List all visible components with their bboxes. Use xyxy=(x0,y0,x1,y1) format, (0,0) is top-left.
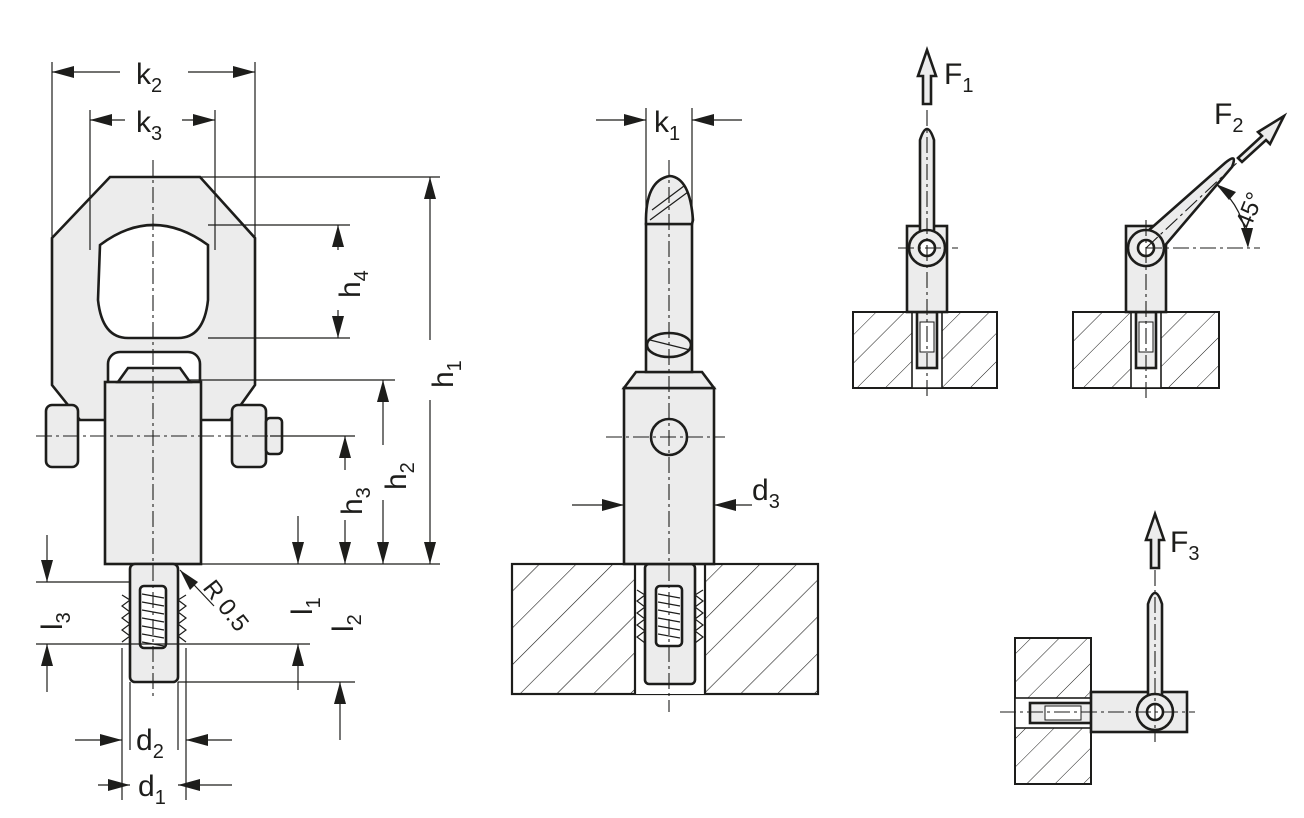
label-l2: l2 xyxy=(327,614,366,632)
label-k1: k1 xyxy=(654,106,680,145)
load-case-f2: F2 45° xyxy=(1072,98,1288,398)
label-h2: h2 xyxy=(380,462,419,490)
eye-f3 xyxy=(1146,591,1164,704)
label-h4: h4 xyxy=(334,270,373,298)
label-k2: k2 xyxy=(136,58,162,97)
front-view-installed: k1 d3 xyxy=(510,106,820,712)
label-f1: F1 xyxy=(944,58,973,97)
force-arrow-f2 xyxy=(1236,112,1288,164)
label-d3: d3 xyxy=(752,474,780,513)
label-d2: d2 xyxy=(136,724,164,763)
label-f3: F3 xyxy=(1170,526,1199,565)
label-l1: l1 xyxy=(286,597,325,615)
label-f2: F2 xyxy=(1214,98,1243,137)
label-h1: h1 xyxy=(427,360,466,388)
body-chamfer xyxy=(115,366,193,384)
load-case-f3: F3 xyxy=(1000,510,1199,785)
force-arrow-f3 xyxy=(1144,510,1166,570)
label-l3: l3 xyxy=(36,612,75,630)
force-arrow-f1 xyxy=(916,46,938,106)
main-view-eyebolt: k2 k3 h1 h4 h2 h3 l1 l2 l3 d2 d1 R 0.5 xyxy=(36,58,466,809)
load-case-f1: F1 xyxy=(852,46,998,398)
label-h3: h3 xyxy=(336,487,375,515)
label-k3: k3 xyxy=(136,106,162,145)
label-angle: 45° xyxy=(1231,188,1270,232)
eye-f1 xyxy=(918,127,936,240)
label-radius: R 0.5 xyxy=(197,575,254,637)
label-d1: d1 xyxy=(138,770,166,809)
